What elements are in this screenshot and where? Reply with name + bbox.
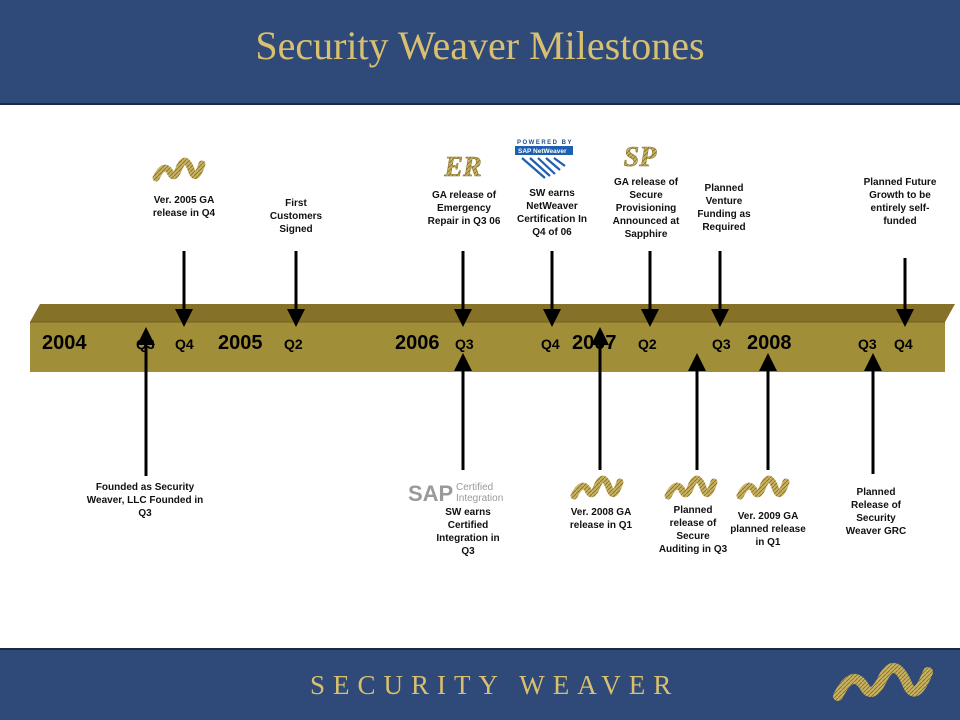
milestone-ver2005-label: Ver. 2005 GA release in Q4 (152, 195, 216, 219)
footer-brand: SECURITY WEAVER (310, 670, 680, 700)
milestone-emergency-repair-label: GA release of Emergency Repair in Q3 06 (427, 190, 501, 227)
milestone-founded-label: Founded as Security Weaver, LLC Founded … (86, 482, 204, 519)
svg-text:POWERED BY: POWERED BY (517, 140, 573, 146)
quarter-2008-q4: Q4 (894, 336, 913, 352)
year-2008: 2008 (747, 332, 792, 354)
svg-text:SP: SP (624, 142, 658, 173)
sap-netweaver-logo-icon: POWERED BY SAP NetWeaver (515, 140, 573, 179)
svg-text:SAP: SAP (408, 481, 453, 506)
page-title: Security Weaver Milestones (255, 23, 705, 68)
quarter-2006-q4: Q4 (541, 336, 560, 352)
year-2007: 2007 (572, 332, 617, 354)
milestone-self-funded-label: Planned Future Growth to be entirely sel… (863, 177, 937, 227)
year-2004: 2004 (42, 332, 87, 354)
timeline-bar (30, 322, 945, 372)
quarter-2004-q4: Q4 (175, 336, 194, 352)
year-2006: 2006 (395, 332, 440, 354)
timeline-bar-top (30, 304, 955, 322)
quarter-2007-q2: Q2 (638, 336, 657, 352)
er-logo-icon: ER (437, 152, 489, 183)
svg-text:SAP NetWeaver: SAP NetWeaver (518, 148, 567, 155)
milestone-venture-funding-label: Planned Venture Funding as Required (697, 183, 751, 233)
milestone-ver2009-label: Ver. 2009 GA planned release in Q1 (730, 511, 806, 548)
sw-logo-icon (570, 475, 624, 500)
sw-logo-icon (152, 157, 206, 182)
milestone-secure-provisioning-label: GA release of Secure Provisioning Announ… (612, 177, 680, 240)
sw-logo-icon (664, 475, 718, 500)
milestone-certified-integration-label: SW earns Certified Integration in Q3 (436, 507, 500, 557)
milestone-ver2008-label: Ver. 2008 GA release in Q1 (569, 507, 633, 531)
sap-certified-logo-icon: SAP Certified Integration (408, 480, 503, 506)
sw-logo-icon (736, 475, 790, 500)
quarter-2005-q2: Q2 (284, 336, 303, 352)
quarter-2007-q3: Q3 (712, 336, 731, 352)
quarter-2006-q3: Q3 (455, 336, 474, 352)
svg-text:Certified: Certified (456, 482, 493, 493)
milestone-first-customers-label: First Customers Signed (269, 198, 323, 235)
milestone-secure-auditing-label: Planned release of Secure Auditing in Q3 (658, 505, 728, 555)
footer-band (0, 648, 960, 720)
quarter-2004-q3: Q3 (136, 336, 155, 352)
sp-logo-icon: SP (623, 142, 658, 174)
svg-text:ER: ER (443, 152, 481, 183)
quarter-2008-q3: Q3 (858, 336, 877, 352)
header-band (0, 0, 960, 105)
svg-text:Integration: Integration (456, 493, 503, 504)
milestone-netweaver-label: SW earns NetWeaver Certification In Q4 o… (516, 188, 587, 238)
year-2005: 2005 (218, 332, 263, 354)
milestone-grc-label: Planned Release of Security Weaver GRC (845, 487, 907, 537)
